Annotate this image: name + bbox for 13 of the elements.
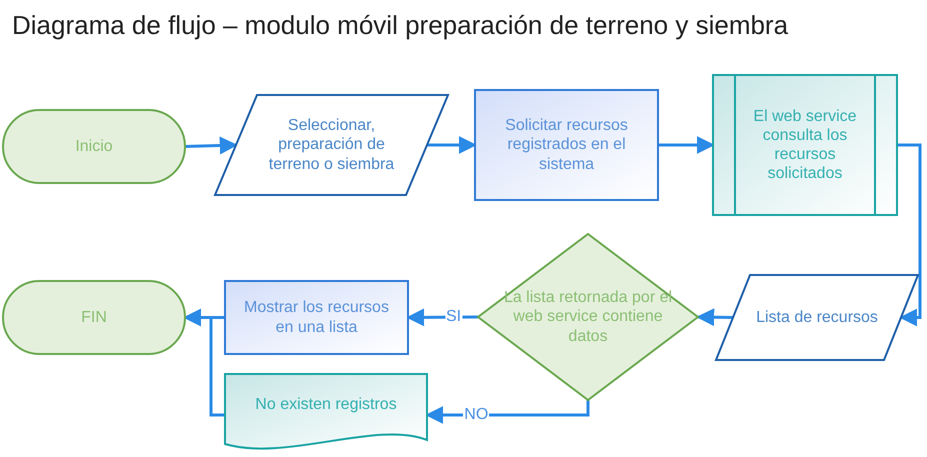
node-label: Seleccionar, preparación de terreno o siembra [268,116,396,174]
node-label: Solicitar recursos registrados en el sistema [504,116,629,174]
node-label: Inicio [75,136,113,156]
node-label: FIN [81,308,107,328]
arrow [897,144,922,326]
arrow [658,136,715,154]
node-label: No existen registros [255,395,397,415]
diagram-title: Diagrama de flujo – modulo móvil preparación de terreno y siembra [12,10,788,41]
node-label: Mostrar los recursos en una lista [243,298,390,337]
node-label: La lista retornada por el web service contiene datos [502,288,674,346]
arrow [696,308,734,326]
node-label: Lista de recursos [756,308,878,328]
node-label: El web service consulta los recursos solicitados [752,106,858,184]
